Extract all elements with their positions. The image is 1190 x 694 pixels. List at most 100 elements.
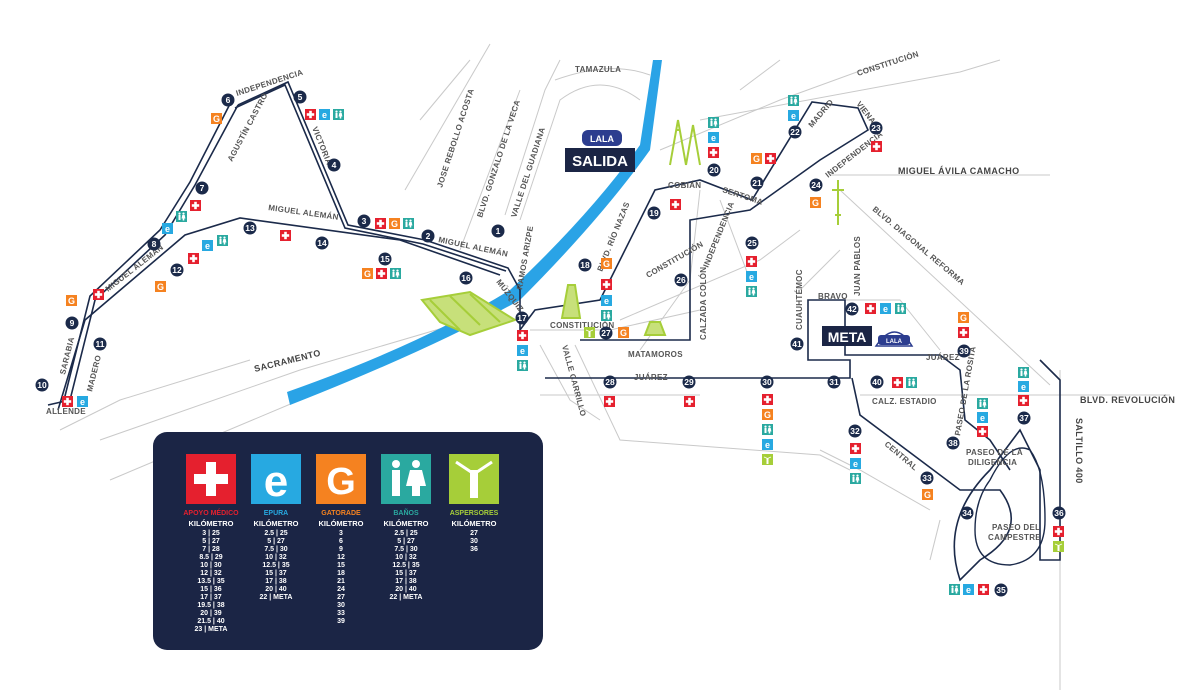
km-marker: 7	[195, 181, 209, 195]
km-marker: 36	[1052, 506, 1066, 520]
svg-text:11: 11	[96, 339, 105, 349]
svg-text:32: 32	[850, 426, 860, 436]
street-bravo: BRAVO	[818, 292, 848, 301]
street-cuauhtemoc: CUAUHTÉMOC	[795, 269, 804, 330]
street-miguel-avila: MIGUEL ÁVILA CAMACHO	[898, 166, 1020, 176]
svg-text:e: e	[264, 457, 288, 506]
svg-text:10 | 32: 10 | 32	[265, 554, 287, 561]
street-saltillo: SALTILLO 400	[1074, 418, 1084, 484]
legend-header-medical: KILÓMETRO	[189, 519, 234, 528]
svg-text:17 | 38: 17 | 38	[395, 578, 417, 585]
svg-text:9: 9	[70, 318, 75, 328]
finish-brand-logo: LALA	[886, 339, 903, 345]
street-calzada-colon: CALZADA COLÓN	[699, 267, 708, 340]
legend-title-banos: BAÑOS	[393, 508, 419, 517]
svg-text:16: 16	[461, 273, 471, 283]
legend-header-gatorade: KILÓMETRO	[319, 519, 364, 528]
statue-landmark	[832, 180, 844, 225]
km-marker: 22	[788, 125, 802, 139]
svg-text:10 | 30: 10 | 30	[200, 562, 222, 569]
street-independencia-e: INDEPENDENCIA	[824, 129, 885, 179]
svg-text:5 | 27: 5 | 27	[267, 538, 285, 545]
finish-banner: META LALA	[822, 326, 914, 347]
km-marker: 23	[869, 121, 883, 135]
svg-text:10 | 32: 10 | 32	[395, 554, 417, 561]
column-landmark	[560, 284, 582, 319]
svg-text:18: 18	[580, 260, 590, 270]
svg-text:3: 3	[339, 530, 343, 537]
street-diagonal-reforma: BLVD. DIAGONAL REFORMA	[871, 205, 967, 287]
km-marker: 24	[809, 178, 823, 192]
svg-text:12.5 | 35: 12.5 | 35	[392, 562, 419, 569]
bridge-landmark	[420, 290, 518, 337]
svg-text:24: 24	[337, 586, 345, 593]
km-marker: 16	[459, 271, 473, 285]
km-marker: 18	[578, 258, 592, 272]
svg-text:15: 15	[337, 562, 345, 569]
km-marker: 13	[243, 221, 257, 235]
legend-title-gatorade: GATORADE	[321, 510, 361, 517]
street-blvd-revolucion: BLVD. REVOLUCIÓN	[1080, 394, 1175, 405]
svg-text:33: 33	[922, 473, 932, 483]
svg-text:14: 14	[317, 238, 327, 248]
svg-text:39: 39	[337, 618, 345, 625]
km-marker: 2	[421, 229, 435, 243]
svg-text:5: 5	[298, 92, 303, 102]
street-miguel-aleman-w: MIGUEL ALEMÁN	[268, 203, 340, 222]
svg-text:5 | 27: 5 | 27	[397, 538, 415, 545]
legend-column-gatorade: G GATORADE KILÓMETRO 3 6 9 12 15 18 21 2…	[316, 454, 366, 625]
km-marker: 32	[848, 424, 862, 438]
street-juarez-e: JUÁREZ	[926, 353, 960, 362]
legend-title-epura: EPURA	[264, 510, 289, 517]
km-marker: 30	[760, 375, 774, 389]
svg-text:20 | 40: 20 | 40	[265, 586, 287, 593]
svg-text:9: 9	[339, 546, 343, 553]
svg-text:29: 29	[684, 377, 694, 387]
svg-text:36: 36	[1054, 508, 1064, 518]
street-matamoros: MATAMOROS	[628, 350, 683, 359]
svg-text:15 | 36: 15 | 36	[200, 586, 222, 593]
svg-text:30: 30	[762, 377, 772, 387]
legend-column-banos: BAÑOS KILÓMETRO 2.5 | 25 5 | 27 7.5 | 30…	[381, 454, 431, 601]
svg-text:20 | 39: 20 | 39	[200, 610, 222, 617]
svg-text:23: 23	[871, 123, 881, 133]
svg-text:G: G	[326, 461, 356, 503]
km-marker: 8	[147, 237, 161, 251]
km-marker: 11	[93, 337, 107, 351]
km-marker: 35	[994, 583, 1008, 597]
legend-column-aspersores: ASPERSORES KILÓMETRO 27 30 36	[449, 454, 499, 553]
km-marker: 14	[315, 236, 329, 250]
svg-text:13: 13	[245, 223, 255, 233]
km-marker: 1	[491, 224, 505, 238]
svg-text:24: 24	[811, 180, 821, 190]
street-paseo-diligencia-2: DILIGENCIA	[968, 458, 1017, 467]
km-marker: 6	[221, 93, 235, 107]
svg-text:25: 25	[747, 238, 757, 248]
svg-text:21: 21	[337, 578, 345, 585]
svg-text:7 | 28: 7 | 28	[202, 546, 220, 553]
svg-text:17 | 37: 17 | 37	[200, 594, 222, 601]
km-marker: 20	[707, 163, 721, 177]
legend-header-epura: KILÓMETRO	[254, 519, 299, 528]
svg-text:6: 6	[226, 95, 231, 105]
km-marker: 38	[946, 436, 960, 450]
km-marker: 19	[647, 206, 661, 220]
km-marker: 41	[790, 337, 804, 351]
km-marker: 5	[293, 90, 307, 104]
km-marker: 34	[960, 506, 974, 520]
svg-text:36: 36	[470, 546, 478, 553]
street-allende: ALLENDE	[46, 407, 86, 416]
legend-panel: APOYO MÉDICO KILÓMETRO 3 | 25 5 | 27 7 |…	[153, 432, 543, 650]
street-miguel-aleman-c: MIGUEL ALEMÁN	[438, 235, 509, 259]
street-independencia-w: INDEPENDENCIA	[235, 68, 304, 98]
legend-title-aspersores: ASPERSORES	[450, 510, 499, 517]
km-marker: 15	[378, 252, 392, 266]
km-marker: 39	[957, 344, 971, 358]
street-independencia-c: INDEPENDENCIA	[702, 200, 737, 268]
svg-text:21: 21	[752, 178, 762, 188]
svg-text:20 | 40: 20 | 40	[395, 586, 417, 593]
svg-text:26: 26	[676, 275, 686, 285]
km-marker: 21	[750, 176, 764, 190]
svg-text:22 | META: 22 | META	[390, 594, 423, 601]
